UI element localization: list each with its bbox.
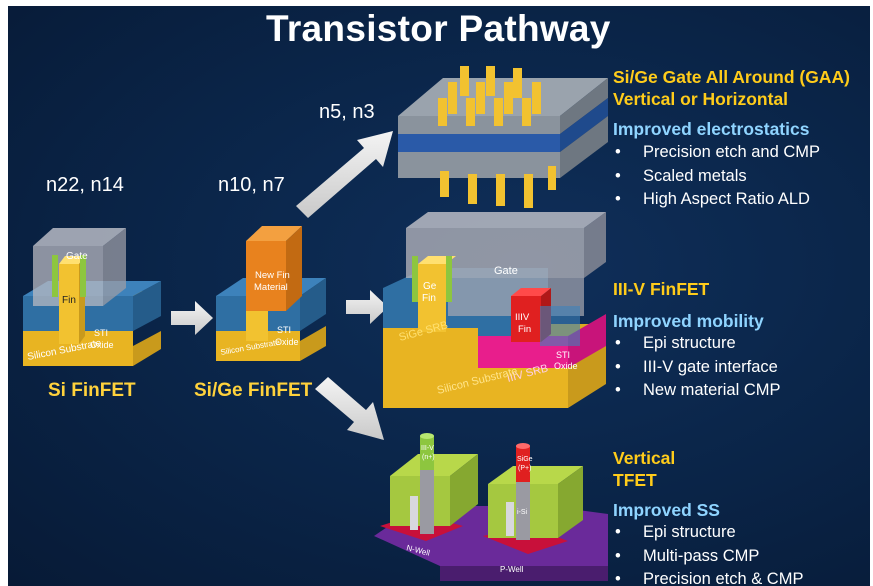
list-item: III-V gate interface <box>613 356 781 380</box>
arrow-to-iiiv <box>346 290 388 324</box>
arrow-to-tfet <box>315 377 384 440</box>
gaa-heading-line1: Si/Ge Gate All Around (GAA) <box>613 67 850 87</box>
sige-finfet-caption: Si/Ge FinFET <box>194 380 313 401</box>
tfet-heading-line1: Vertical <box>613 448 676 468</box>
tfet-diagram: III-V (n+) SiGe (P+) i-Si N-Well P-Well <box>374 433 608 581</box>
si-finfet-diagram: Gate Fin STI Oxide Silicon Substrate <box>23 228 161 366</box>
iiiv-gate-label: Gate <box>494 265 518 277</box>
iiiv-ge-label-1: Ge <box>423 281 437 292</box>
node-label-n10-n7: n10, n7 <box>218 174 285 196</box>
sige-oxide-label: Oxide <box>275 337 299 347</box>
gaa-subheading: Improved electrostatics <box>613 119 810 139</box>
si-fin-label: Fin <box>62 295 76 306</box>
sige-new-fin-label-2: Material <box>254 282 288 293</box>
tfet-iiiv-label-1: III-V <box>421 445 434 452</box>
gaa-diagram <box>398 66 608 208</box>
gaa-heading-line2: Vertical or Horizontal <box>613 89 789 109</box>
list-item: New material CMP <box>613 379 781 403</box>
node-label-n22-n14: n22, n14 <box>46 174 124 196</box>
arrow-to-sige <box>171 301 213 335</box>
list-item: Precision etch and CMP <box>613 141 820 165</box>
iiiv-ge-label-2: Fin <box>422 293 436 304</box>
sige-sti-label: STI <box>277 325 291 335</box>
iiiv-finfet-diagram: Gate Ge Fin IIIV Fin SiGe SRB IIIV SRB S… <box>383 212 606 408</box>
list-item: Multi-pass CMP <box>613 545 803 569</box>
list-item: Scaled metals <box>613 165 820 189</box>
gaa-bullet-list: Precision etch and CMP Scaled metals Hig… <box>613 141 820 212</box>
iiiv-subheading: Improved mobility <box>613 311 764 331</box>
page-title: Transistor Pathway <box>266 8 611 49</box>
si-sti-label: STI <box>94 328 108 338</box>
transistor-pathway-diagram: Gate Fin STI Oxide Silicon Substrate New… <box>23 66 608 581</box>
tfet-bullet-list: Epi structure Multi-pass CMP Precision e… <box>613 521 803 586</box>
arrow-to-gaa <box>296 131 393 218</box>
tfet-iiiv-label-2: (n+) <box>422 454 435 461</box>
tfet-sige-label-1: SiGe <box>517 456 533 463</box>
list-item: Epi structure <box>613 332 781 356</box>
iiiv-fin-label-2: Fin <box>518 324 531 335</box>
si-oxide-label: Oxide <box>90 340 114 350</box>
sige-new-fin-label-1: New Fin <box>255 270 290 281</box>
list-item: Epi structure <box>613 521 803 545</box>
iiiv-fin-label-1: IIIV <box>515 312 530 323</box>
tfet-sige-label-2: (P+) <box>518 465 531 472</box>
iiiv-bullet-list: Epi structure III-V gate interface New m… <box>613 332 781 403</box>
iiiv-heading: III-V FinFET <box>613 279 710 299</box>
sige-finfet-diagram: New Fin Material STI Oxide Silicon Subst… <box>216 226 326 361</box>
node-label-n5-n3: n5, n3 <box>319 101 375 123</box>
tfet-heading-line2: TFET <box>613 470 657 490</box>
tfet-subheading: Improved SS <box>613 500 720 520</box>
tfet-isi-label: i-Si <box>517 509 528 516</box>
iiiv-oxide-label: Oxide <box>554 361 578 371</box>
list-item: High Aspect Ratio ALD <box>613 188 820 212</box>
tfet-pwell-label: P-Well <box>500 565 524 574</box>
slide: Gate Fin STI Oxide Silicon Substrate New… <box>8 6 870 586</box>
si-gate-label: Gate <box>66 251 88 262</box>
list-item: Precision etch & CMP <box>613 568 803 586</box>
si-finfet-caption: Si FinFET <box>48 380 136 401</box>
iiiv-sti-label: STI <box>556 350 570 360</box>
